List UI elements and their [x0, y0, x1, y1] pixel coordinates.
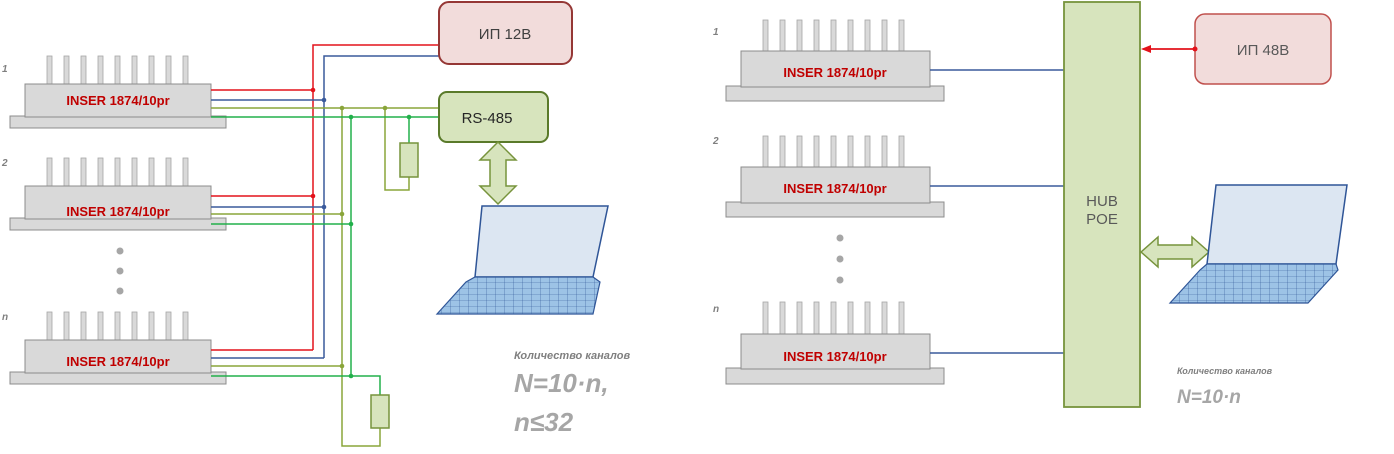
terminator-resistor: [370, 394, 390, 429]
device-right-1: INSER 1874/10pr 1: [713, 19, 945, 102]
device-index: 2: [1, 158, 8, 169]
formula-line2: n≤32: [514, 407, 574, 437]
device-flange: [9, 115, 227, 129]
device-label: INSER 1874/10pr: [66, 354, 169, 369]
device-flange: [725, 201, 945, 218]
wire-olive: [384, 108, 410, 191]
laptop-icon: [435, 205, 609, 315]
heatsink-fins: [762, 135, 905, 169]
heatsink-fins: [46, 157, 189, 188]
hub-label-line1: HUB: [1086, 193, 1118, 210]
rs485-converter: RS-485: [438, 91, 549, 143]
device-left-n: INSER 1874/10pr n: [2, 311, 227, 385]
device-index: 2: [712, 136, 719, 147]
right-scheme: INSER 1874/10pr 1 INSER 1874/10pr 2: [712, 1, 1348, 408]
device-body: [740, 50, 931, 88]
power-supply-label: ИП 12В: [479, 26, 531, 43]
ellipsis-dots: [836, 234, 844, 284]
converter-label: RS-485: [462, 110, 513, 127]
power-supply-48v: ИП 48В: [1194, 13, 1332, 85]
junction-dots: [310, 42, 459, 379]
wire-olive: [341, 108, 381, 447]
heatsink-fins: [762, 19, 905, 53]
hub-poe: HUB POE: [1063, 1, 1141, 408]
ethernet-links: [930, 69, 1064, 354]
wire-green: [211, 375, 381, 395]
device-index: 1: [713, 27, 719, 38]
ellipsis-dots: [116, 247, 124, 295]
device-label: INSER 1874/10pr: [66, 93, 169, 108]
device-body: [24, 83, 212, 118]
device-flange: [725, 85, 945, 102]
device-label: INSER 1874/10pr: [783, 181, 886, 196]
device-label: INSER 1874/10pr: [783, 65, 886, 80]
device-right-n: INSER 1874/10pr n: [713, 301, 945, 385]
laptop-icon: [1168, 184, 1348, 304]
device-label: INSER 1874/10pr: [783, 349, 886, 364]
device-index: 1: [2, 64, 8, 75]
device-body: [740, 166, 931, 204]
device-flange: [725, 367, 945, 385]
device-flange: [9, 371, 227, 385]
device-index: n: [2, 312, 8, 323]
device-body: [24, 185, 212, 220]
wire-red: [312, 44, 456, 350]
bus-wires: [211, 44, 456, 447]
power-supply-label: ИП 48В: [1237, 42, 1289, 59]
device-flange: [9, 217, 227, 231]
terminator-resistor: [399, 142, 419, 178]
device-label: INSER 1874/10pr: [66, 204, 169, 219]
heatsink-fins: [762, 301, 905, 336]
device-body: [740, 333, 931, 370]
heatsink-fins: [46, 311, 189, 342]
double-arrow: [478, 140, 518, 206]
junction-dot: [1192, 46, 1198, 52]
device-body: [24, 339, 212, 374]
power-supply-12v: ИП 12В: [438, 1, 573, 65]
double-arrow: [1139, 235, 1211, 269]
wire-blue: [323, 55, 456, 358]
arrow-head-icon: [1141, 45, 1151, 53]
device-index: n: [713, 304, 719, 315]
device-right-2: INSER 1874/10pr 2: [712, 135, 945, 218]
heatsink-fins: [46, 55, 189, 86]
formula-line1: N=10·n,: [514, 368, 609, 398]
device-left-1: INSER 1874/10pr 1: [2, 55, 227, 129]
channels-caption: Количество каналов: [514, 350, 630, 362]
formula: N=10·n: [1177, 387, 1241, 408]
left-scheme: INSER 1874/10pr 1 INSER 1874/10pr 2: [1, 1, 630, 447]
device-left-2: INSER 1874/10pr 2: [1, 157, 227, 231]
channels-caption: Количество каналов: [1177, 366, 1273, 376]
hub-label-line2: POE: [1086, 211, 1118, 228]
